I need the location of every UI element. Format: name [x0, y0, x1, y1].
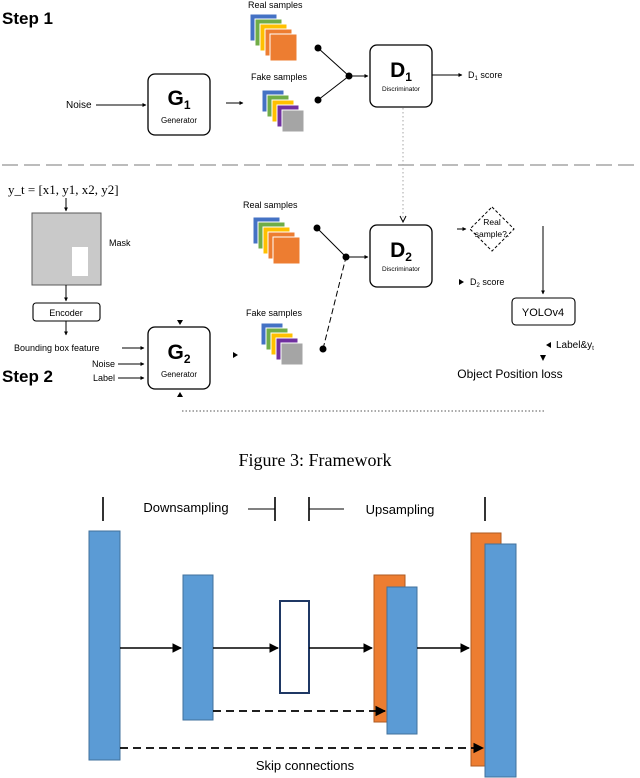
- sample-card: [269, 33, 298, 62]
- step2-noise-label: Noise: [92, 359, 115, 369]
- real-sample-q-line2: sample?.: [475, 229, 510, 239]
- svg-text:D2: D2: [390, 239, 412, 264]
- step1-heading: Step 1: [2, 9, 53, 28]
- unet-encoder-block-2: [182, 574, 214, 721]
- step1-real-line: [317, 47, 350, 77]
- g2-caption: Generator: [161, 370, 197, 379]
- step2-label-label: Label: [93, 373, 115, 383]
- encoder-label: Encoder: [49, 308, 83, 318]
- object-position-loss-label: Object Position loss: [457, 367, 562, 381]
- svg-text:D1: D1: [390, 59, 412, 84]
- generator-g2: G2 Generator: [147, 326, 211, 390]
- step1-fake-samples-label: Fake samples: [251, 72, 308, 82]
- label-yt-arrowhead: [546, 342, 551, 348]
- step2-real-samples-stack: [252, 216, 301, 265]
- sample-card: [280, 342, 304, 366]
- label-yt: Label&yt: [556, 340, 594, 352]
- step1-noise-label: Noise: [66, 100, 92, 111]
- svg-text:G2: G2: [167, 341, 190, 366]
- skip-connections-label: Skip connections: [256, 758, 355, 773]
- unet-encoder-block-1: [88, 530, 121, 761]
- g2-bottom-arrowhead: [177, 392, 183, 397]
- g2-letter: G: [167, 341, 183, 364]
- generator-g1: G1 Generator: [147, 73, 211, 136]
- step2-fake-samples-label: Fake samples: [246, 308, 303, 318]
- real-sample-q-line1: Real: [483, 217, 501, 227]
- step2-fake-samples-stack: [260, 322, 304, 366]
- unet-bottleneck-block: [279, 600, 310, 694]
- unet-decoder-block-2: [386, 586, 418, 735]
- d1-to-d2-arrowhead: [399, 215, 407, 224]
- d1-score-label: D1 score: [468, 70, 502, 82]
- mask-image: [31, 212, 102, 286]
- d2-score-label: D2 score: [470, 277, 504, 289]
- sample-card: [272, 236, 301, 265]
- step2-fake-line: [322, 256, 347, 350]
- d2-sub: 2: [405, 250, 412, 264]
- g1-letter: G: [167, 87, 183, 110]
- unet-decoder-block-1: [484, 543, 517, 778]
- encoder-block: Encoder: [32, 302, 101, 322]
- figure-caption: Figure 3: Framework: [239, 450, 392, 470]
- d1-sub: 1: [405, 70, 412, 84]
- real-sample-decision: Real sample?.: [469, 206, 515, 252]
- step2-real-line: [316, 227, 347, 258]
- yolov4-block: YOLOv4: [511, 297, 576, 326]
- d1-letter: D: [390, 59, 405, 82]
- svg-text:G1: G1: [167, 87, 190, 112]
- mask-label: Mask: [109, 238, 131, 248]
- g2-sub: 2: [184, 352, 191, 366]
- step1-real-samples-label: Real samples: [248, 0, 303, 10]
- unet-diagram: Downsampling Upsampling Skip connections: [88, 497, 517, 778]
- d2-letter: D: [390, 239, 405, 262]
- bbox-feature-label: Bounding box feature: [14, 343, 100, 353]
- g2-to-fake-arrowhead: [233, 352, 238, 358]
- discriminator-d1: D1 Discriminator: [369, 44, 433, 108]
- upsampling-label: Upsampling: [366, 502, 435, 517]
- step1-fake-line: [317, 75, 350, 101]
- g1-sub: 1: [184, 98, 191, 112]
- step2-yt-label: y_t = [x1, y1, x2, y2]: [8, 182, 119, 197]
- d1-caption: Discriminator: [382, 86, 421, 93]
- step2-heading: Step 2: [2, 367, 53, 386]
- d2-caption: Discriminator: [382, 266, 421, 273]
- g2-top-arrowhead: [177, 320, 183, 325]
- step2-real-samples-label: Real samples: [243, 200, 298, 210]
- yolo-label: YOLOv4: [522, 307, 564, 319]
- downsampling-label: Downsampling: [143, 500, 228, 515]
- step1-fake-samples-stack: [261, 89, 305, 133]
- d2-score-arrowhead: [459, 279, 464, 285]
- g1-caption: Generator: [161, 116, 197, 125]
- discriminator-d2: D2 Discriminator: [369, 224, 433, 288]
- step1-real-samples-stack: [249, 13, 298, 62]
- sample-card: [281, 109, 305, 133]
- loss-arrowhead: [540, 355, 546, 361]
